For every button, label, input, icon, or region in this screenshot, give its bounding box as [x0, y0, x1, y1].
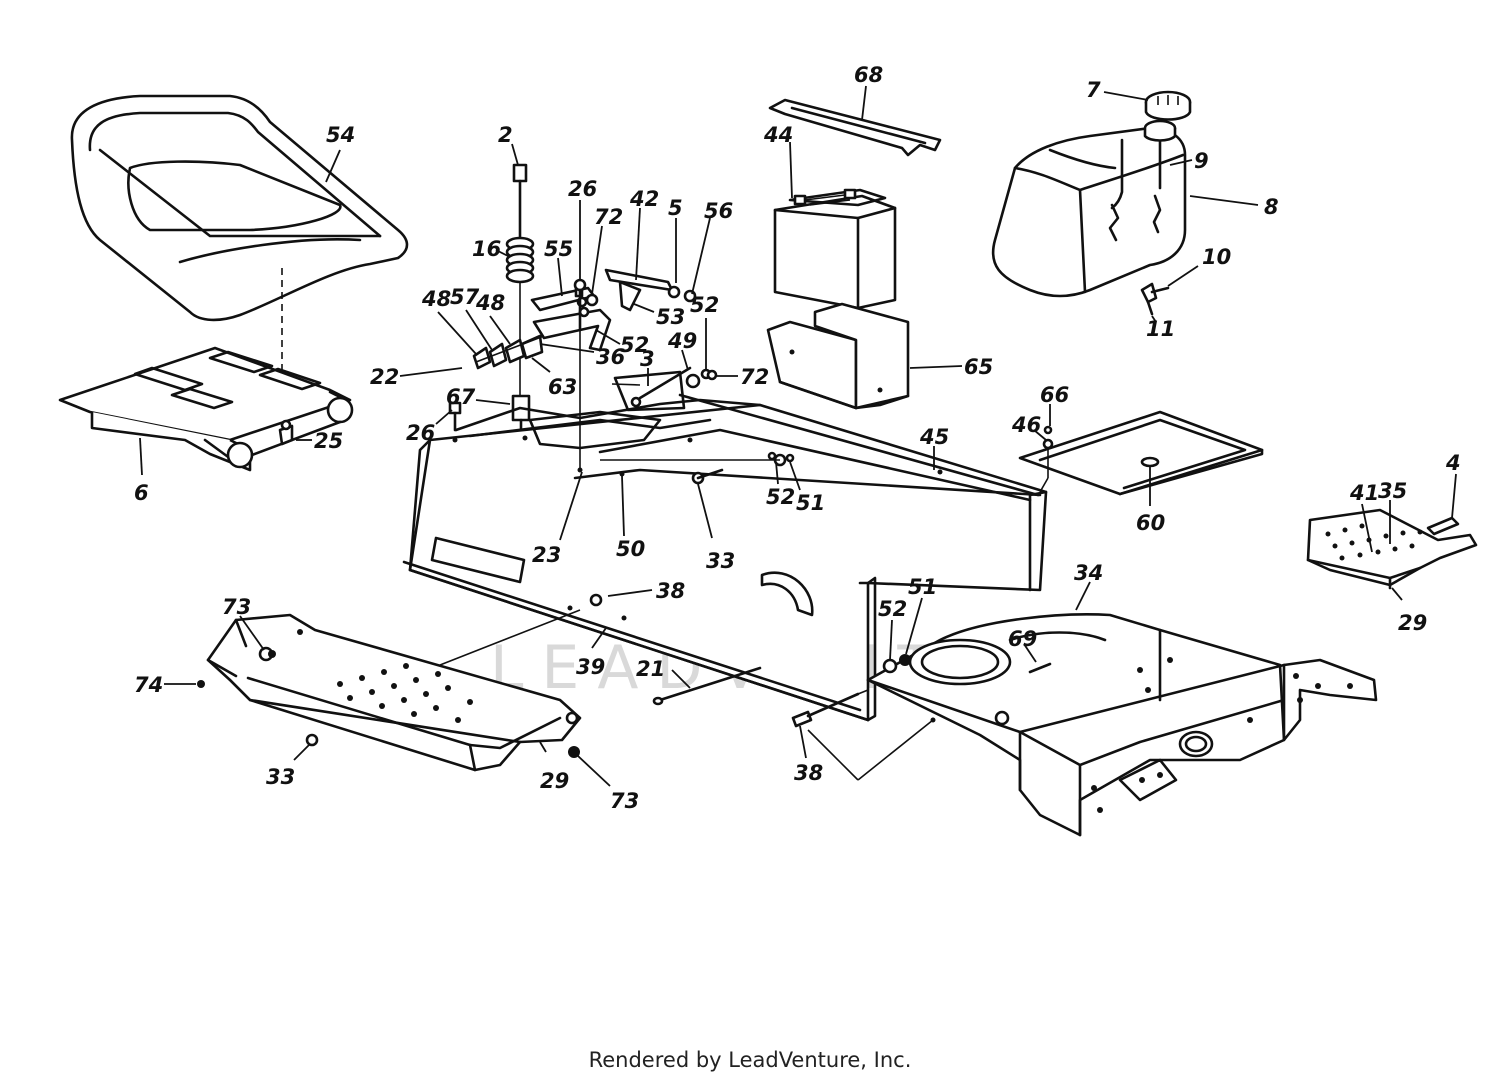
callout-73-bottom: 73 [610, 789, 639, 813]
main-frame-part [866, 613, 1378, 837]
callout-72-right: 72 [740, 365, 769, 389]
callout-3: 3 [640, 347, 655, 371]
callout-67: 67 [446, 385, 476, 409]
battery-part [773, 188, 897, 310]
callout-10: 10 [1202, 245, 1231, 269]
seat-adjust-bracket-part [530, 268, 681, 352]
seat-part [70, 94, 409, 322]
callout-11: 11 [1146, 317, 1175, 341]
battery-tray-part [766, 302, 910, 410]
callout-22: 22 [370, 365, 399, 389]
connection-lines [439, 330, 1049, 781]
callout-29-left: 29 [540, 769, 569, 793]
fuel-tank-part [991, 119, 1187, 298]
callout-7: 7 [1086, 78, 1101, 102]
callout-52-top: 52 [620, 333, 649, 357]
callout-48-right: 48 [475, 291, 505, 315]
callout-29-right: 29 [1398, 611, 1427, 635]
callout-35: 35 [1378, 479, 1407, 503]
callout-52-right: 52 [878, 597, 907, 621]
callout-8: 8 [1264, 195, 1279, 219]
callout-34: 34 [1074, 561, 1103, 585]
callout-25: 25 [314, 429, 343, 453]
fuel-valve-part [1140, 282, 1170, 316]
callout-51-mid: 51 [796, 491, 825, 515]
callout-4: 4 [1445, 451, 1461, 475]
callout-26-top: 26 [568, 177, 597, 201]
callout-74: 74 [134, 673, 163, 697]
callout-9: 9 [1194, 149, 1209, 173]
callout-33-bottom: 33 [266, 765, 295, 789]
callout-49: 49 [667, 329, 697, 353]
callout-5: 5 [668, 196, 683, 220]
callout-56: 56 [704, 199, 733, 223]
callout-21: 21 [636, 657, 665, 681]
seat-clip-part [472, 334, 545, 370]
callout-23: 23 [532, 543, 561, 567]
callout-44: 44 [763, 123, 793, 147]
hardware-parts [197, 278, 1054, 758]
callout-65: 65 [964, 355, 993, 379]
right-footrest-part [1306, 508, 1478, 590]
callout-48-left: 48 [421, 287, 451, 311]
callout-16: 16 [472, 237, 501, 261]
callout-36: 36 [596, 345, 625, 369]
callout-labels: 2 3 4 5 6 7 8 9 10 11 16 21 22 [134, 63, 1461, 813]
seat-mount-plate-part [58, 346, 354, 472]
callout-33-mid: 33 [706, 549, 735, 573]
callout-57: 57 [450, 285, 480, 309]
seat-spring-part [505, 163, 535, 440]
callout-53: 53 [656, 305, 685, 329]
callout-52-mid: 52 [766, 485, 795, 509]
battery-hold-down-part [768, 98, 942, 157]
callout-45: 45 [919, 425, 949, 449]
chassis-body-part [402, 393, 1048, 722]
callout-68: 68 [854, 63, 883, 87]
left-footrest-part [206, 613, 582, 772]
callout-26-left: 26 [406, 421, 435, 445]
callout-54: 54 [326, 123, 355, 147]
fuel-cap-part [1144, 90, 1192, 121]
access-panel-part [1018, 410, 1264, 496]
callout-42: 42 [629, 187, 659, 211]
callout-66: 66 [1040, 383, 1069, 407]
callout-38-bottom: 38 [794, 761, 823, 785]
callout-41: 41 [1349, 481, 1379, 505]
callout-55: 55 [544, 237, 573, 261]
callout-39: 39 [576, 655, 605, 679]
footer-credit: Rendered by LeadVenture, Inc. [588, 1048, 912, 1072]
rod-part [652, 666, 762, 706]
callout-2: 2 [498, 123, 513, 147]
callout-52-upper: 52 [690, 293, 719, 317]
callout-46: 46 [1011, 413, 1041, 437]
bolt-part [791, 692, 860, 728]
callout-69: 69 [1008, 627, 1037, 651]
front-bracket-part [611, 366, 701, 412]
callout-6: 6 [134, 481, 149, 505]
callout-72-top: 72 [594, 205, 623, 229]
callout-73-left: 73 [222, 595, 251, 619]
callout-60: 60 [1136, 511, 1165, 535]
callout-50: 50 [616, 537, 645, 561]
callout-38-top: 38 [656, 579, 685, 603]
callout-63: 63 [548, 375, 577, 399]
callout-51-right: 51 [908, 575, 937, 599]
